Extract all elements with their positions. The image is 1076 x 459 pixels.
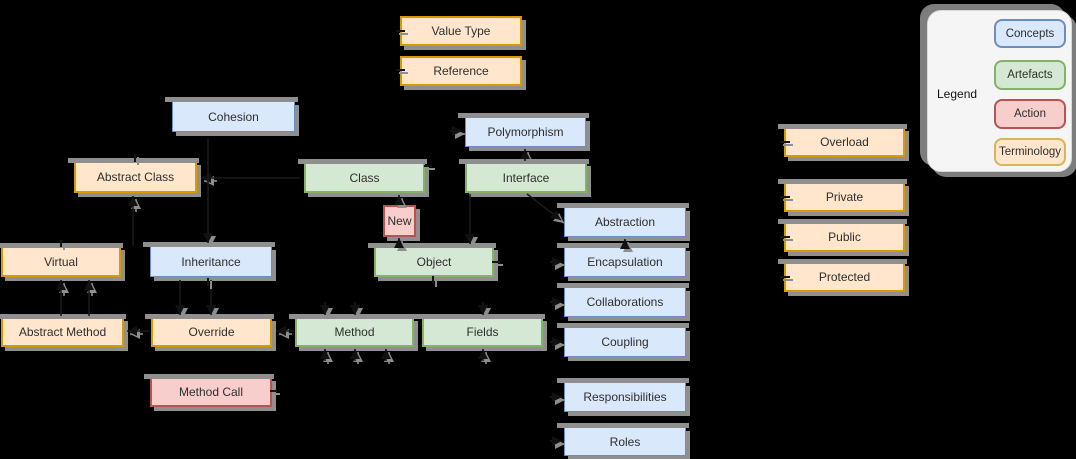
node-object[interactable]: Object — [368, 243, 496, 277]
legend-item-action[interactable]: Action — [994, 99, 1066, 129]
node-method[interactable]: Method — [289, 314, 416, 347]
node-responsibilities[interactable]: Responsibilities — [557, 378, 689, 412]
node-override[interactable]: Override — [145, 314, 274, 347]
legend-item-concepts[interactable]: Concepts — [994, 19, 1066, 48]
node-polymorphism[interactable]: Polymorphism — [458, 113, 589, 147]
node-cohesion[interactable]: Cohesion — [165, 97, 298, 132]
node-method-call[interactable]: Method Call — [144, 374, 274, 407]
node-collaborations[interactable]: Collaborations — [557, 283, 689, 317]
node-private[interactable]: Private — [778, 179, 907, 212]
node-fields[interactable]: Fields — [416, 314, 545, 347]
node-encapsulation[interactable]: Encapsulation — [557, 243, 689, 277]
node-public[interactable]: Public — [778, 219, 907, 252]
node-coupling[interactable]: Coupling — [557, 323, 689, 357]
node-class[interactable]: Class — [298, 159, 427, 193]
node-virtual[interactable]: Virtual — [0, 243, 123, 277]
node-new[interactable]: New — [383, 205, 416, 237]
node-abstraction[interactable]: Abstraction — [557, 203, 689, 237]
node-roles[interactable]: Roles — [557, 423, 689, 456]
node-overload[interactable]: Overload — [778, 124, 907, 157]
node-value-type[interactable]: Value Type — [400, 16, 522, 46]
legend-item-terminology[interactable]: Terminology — [994, 138, 1066, 166]
node-abstract-class[interactable]: Abstract Class — [68, 158, 199, 193]
node-abstract-method[interactable]: Abstract Method — [0, 314, 126, 347]
legend-title: Legend — [937, 87, 978, 101]
legend-item-artefacts[interactable]: Artefacts — [994, 60, 1066, 90]
node-interface[interactable]: Interface — [459, 159, 589, 193]
node-inheritance[interactable]: Inheritance — [143, 242, 275, 277]
node-reference[interactable]: Reference — [400, 56, 522, 86]
node-protected[interactable]: Protected — [778, 259, 907, 292]
